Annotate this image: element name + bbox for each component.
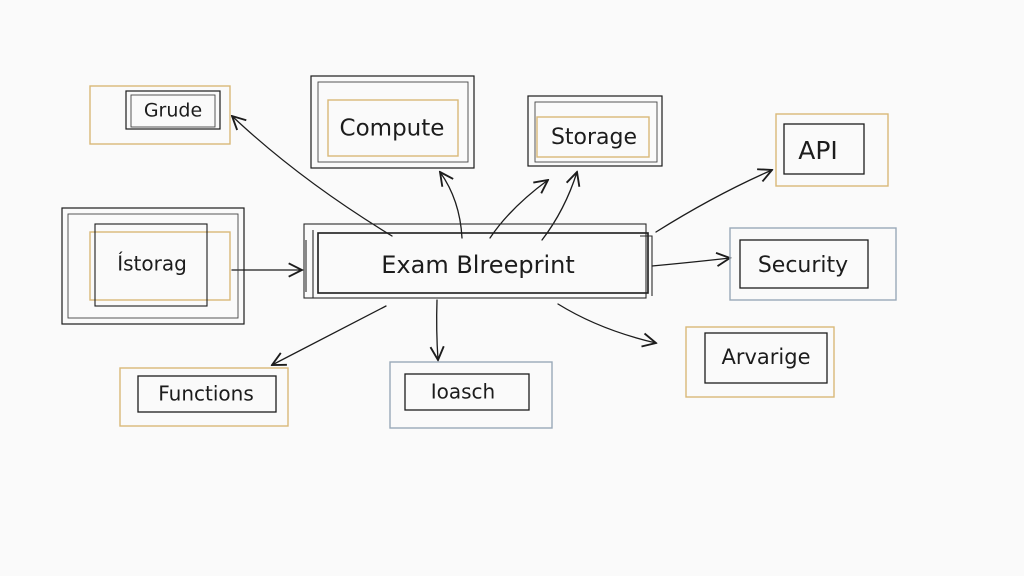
node-functions-label: Functions xyxy=(158,382,254,406)
node-arvarige-accent xyxy=(685,326,835,398)
node-security-accent xyxy=(729,227,897,301)
node-ioasch-label: Ioasch xyxy=(431,380,495,404)
node-grude-label: Grude xyxy=(144,100,202,122)
node-api-label: API xyxy=(798,136,838,165)
node-istorag-label: Ístorag xyxy=(117,252,187,276)
arrow-to-compute xyxy=(440,172,463,239)
arrow-to-functions xyxy=(272,305,387,365)
arrow-to-storage-a xyxy=(489,180,548,239)
node-storage[interactable]: Storage xyxy=(527,95,663,167)
center-node-label: Exam Blreeprint xyxy=(381,251,574,279)
node-compute-label: Compute xyxy=(340,116,445,142)
node-arvarige-label: Arvarige xyxy=(721,345,810,369)
node-security-label: Security xyxy=(758,253,848,278)
node-storage-accent xyxy=(536,116,650,158)
node-arvarige[interactable]: Arvarige xyxy=(685,326,835,398)
node-api[interactable]: API xyxy=(775,113,889,187)
node-istorag[interactable]: Ístorag xyxy=(61,207,245,325)
node-compute-accent xyxy=(327,99,459,157)
node-compute[interactable]: Compute xyxy=(310,75,475,169)
arrow-to-api xyxy=(655,170,772,233)
node-ioasch-accent xyxy=(389,361,553,429)
node-ioasch[interactable]: Ioasch xyxy=(389,361,553,429)
center-node[interactable]: Exam Blreeprint xyxy=(303,223,653,299)
arrow-to-arvarige xyxy=(557,303,656,343)
node-functions[interactable]: Functions xyxy=(119,367,289,427)
node-security[interactable]: Security xyxy=(729,227,897,301)
arrow-to-ioasch xyxy=(437,299,438,360)
node-functions-accent xyxy=(119,367,289,427)
node-grude-accent xyxy=(89,85,231,145)
node-api-accent xyxy=(775,113,889,187)
arrow-to-storage-b xyxy=(541,172,577,241)
node-istorag-accent xyxy=(89,231,231,301)
node-storage-label: Storage xyxy=(551,125,637,150)
node-grude[interactable]: Grude xyxy=(89,85,231,145)
arrow-to-security xyxy=(651,258,730,266)
arrow-to-grude xyxy=(232,116,393,237)
